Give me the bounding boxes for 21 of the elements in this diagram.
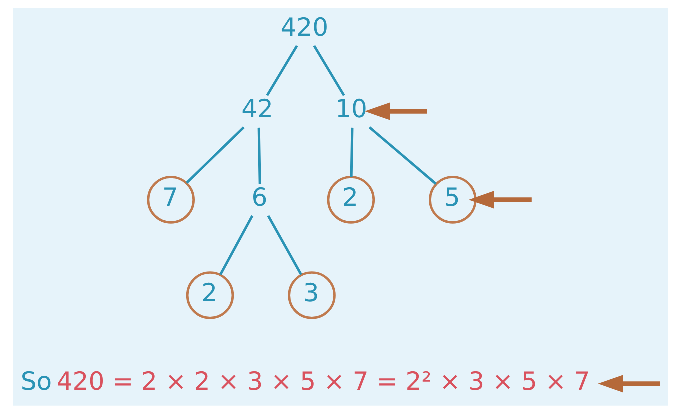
node-text: 10 bbox=[336, 94, 368, 124]
arrow bbox=[468, 191, 532, 209]
arrow bbox=[598, 375, 660, 393]
node-circle: 7 bbox=[147, 176, 195, 224]
node-circle: 3 bbox=[288, 272, 336, 320]
node-circle: 5 bbox=[429, 176, 477, 224]
node-circle: 2 bbox=[186, 272, 234, 320]
node-text: 6 bbox=[252, 182, 268, 212]
arrow bbox=[365, 102, 428, 120]
connector bbox=[258, 128, 262, 184]
node-text: 42 bbox=[242, 94, 274, 124]
node-text: So 420 = 2 × 2 × 3 × 5 × 7 = 2² × 3 × 5 × 7 bbox=[20, 366, 590, 396]
connector bbox=[186, 126, 245, 184]
connector bbox=[350, 128, 354, 177]
connector bbox=[220, 215, 254, 276]
node-circle: 2 bbox=[327, 176, 376, 224]
connector bbox=[313, 45, 346, 96]
connector bbox=[368, 126, 437, 186]
connector bbox=[266, 45, 298, 96]
connector bbox=[267, 215, 302, 276]
node-text: 420 bbox=[280, 13, 329, 42]
